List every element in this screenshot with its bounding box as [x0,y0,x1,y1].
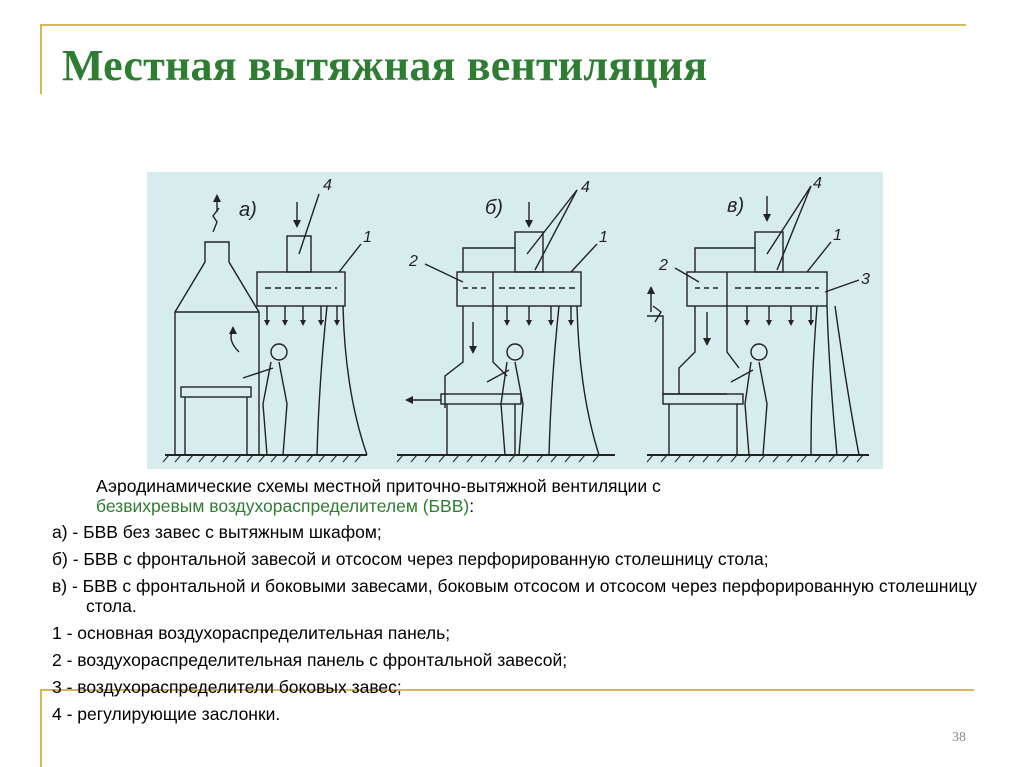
cabinet-worktop [180,386,252,398]
exhaust-chamber-b [444,306,464,408]
perforated-table-v [662,393,744,405]
supply-arrows-b [504,306,574,326]
callout-4-v: 4 [813,175,822,192]
worker-v [730,343,768,456]
exhaust-chamber-v [678,306,696,394]
ventilation-diagram: а) 4 1 [147,172,883,469]
air-curtain-v2 [826,305,838,456]
callout-1-a: 1 [363,229,372,246]
frame-line-bottom [40,689,974,691]
air-curtain-b2 [576,305,600,456]
supply-arrows-a [264,306,340,326]
legend-item-1: 1 - основная воздухораспределительная па… [52,623,451,643]
frame-line-top [40,24,966,26]
break-mark-v [652,305,662,323]
duct-damper-4-b [514,231,544,273]
callout-1-v: 1 [833,227,842,244]
perforated-table-b [440,393,522,405]
panel-v: в) 4 1 2 3 [646,175,870,463]
air-curtain-v [810,305,818,456]
duct-b [462,247,515,272]
legend-item-2: 2 - воздухораспределительная панель с фр… [52,650,568,670]
air-curtain-v3 [834,305,860,456]
callout-4-a: 4 [323,177,332,194]
air-curtain-b [548,305,560,456]
air-distributor-b [456,271,582,307]
duct-damper-4-a [286,235,312,273]
caption-intro: Аэродинамические схемы местной приточно-… [96,476,992,516]
air-curtain-a [316,305,328,456]
callout-1-b: 1 [599,229,608,246]
frame-line-bottom-left [40,689,42,767]
air-distributor-v [686,271,828,307]
panel-a: а) 4 1 [162,177,372,463]
page-number: 38 [952,730,966,745]
callout-3-v: 3 [861,271,870,288]
legend-item-b: б) - БВВ с фронтальной завесой и отсосом… [52,549,769,569]
duct-v [694,247,755,272]
air-curtain-a2 [342,305,368,456]
worker-b [486,343,524,456]
duct-damper-4-v [754,231,784,273]
exhaust-cabinet [174,241,260,455]
worker-a [242,343,288,456]
panel-label-b: б) [485,197,503,219]
panel-b: б) 4 1 2 [396,179,615,463]
legend-item-v: в) - БВВ с фронтальной и боковыми завеса… [52,576,978,616]
callout-4-b: 4 [581,179,590,196]
legend-item-4: 4 - регулирующие заслонки. [52,704,281,724]
caption-block: Аэродинамические схемы местной приточно-… [52,476,992,731]
floor-hatch-a [162,454,362,463]
exhaust-break-mark [212,207,220,233]
legend-item-a: а) - БВВ без завес с вытяжным шкафом; [52,522,382,542]
slide-title: Местная вытяжная вентиляция [62,41,708,90]
ventilation-diagram-svg: а) 4 1 [162,175,870,463]
floor-hatch-b [396,454,600,463]
caption-intro-highlight: безвихревым воздухораспределителем (БВВ) [96,496,470,516]
legend-item-3: 3 - воздухораспределители боковых завес; [52,677,402,697]
frame-line-left [40,24,42,94]
caption-intro-suffix: : [469,496,475,516]
floor-hatch-v [646,454,864,463]
panel-label-a: а) [239,199,257,221]
air-distributor-1-a [256,271,346,307]
callout-2-b: 2 [408,253,418,270]
supply-arrows-v [744,306,814,326]
caption-intro-prefix: Аэродинамические схемы местной приточно-… [96,476,661,496]
side-exhaust-v [647,315,727,395]
panel-label-v: в) [727,195,744,217]
callout-2-v: 2 [658,257,668,274]
